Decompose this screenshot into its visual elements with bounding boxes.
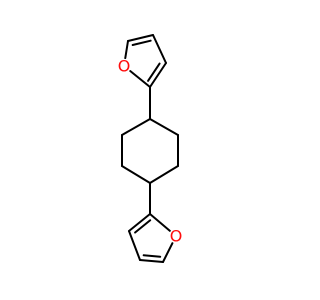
bond-c5-c6 (149, 118, 179, 136)
bond-c8-c9 (121, 165, 151, 184)
bond-layer (121, 34, 179, 263)
atom-label-o1: O (118, 57, 131, 76)
bond-c12-c13 (128, 230, 141, 261)
bond-c1-c2 (127, 34, 154, 42)
double-bond-inner-c11-c12 (134, 219, 152, 234)
bond-o1-c1 (124, 40, 129, 60)
bond-c10-c5 (121, 118, 151, 136)
atom-label-background-o1 (117, 59, 131, 73)
bond-c11-c12 (128, 213, 151, 232)
double-bond-inner-c1-c2 (131, 39, 152, 47)
double-bond-inner-c13-c14 (142, 254, 162, 258)
bond-c14-o2 (162, 242, 174, 263)
bond-c13-c14 (139, 259, 164, 263)
atom-label-background-o2 (169, 229, 183, 243)
molecule-structure-diagram: OO (117, 34, 183, 263)
atom-label-o2: O (170, 227, 183, 246)
bond-o2-c11 (149, 213, 171, 232)
bond-c7-c8 (149, 165, 179, 184)
atom-label-layer: OO (117, 57, 183, 246)
bond-c3-c4 (149, 62, 167, 88)
bond-c2-c3 (152, 34, 167, 64)
double-bond-inner-c3-c4 (147, 62, 161, 82)
bond-c4-o1 (129, 70, 151, 88)
